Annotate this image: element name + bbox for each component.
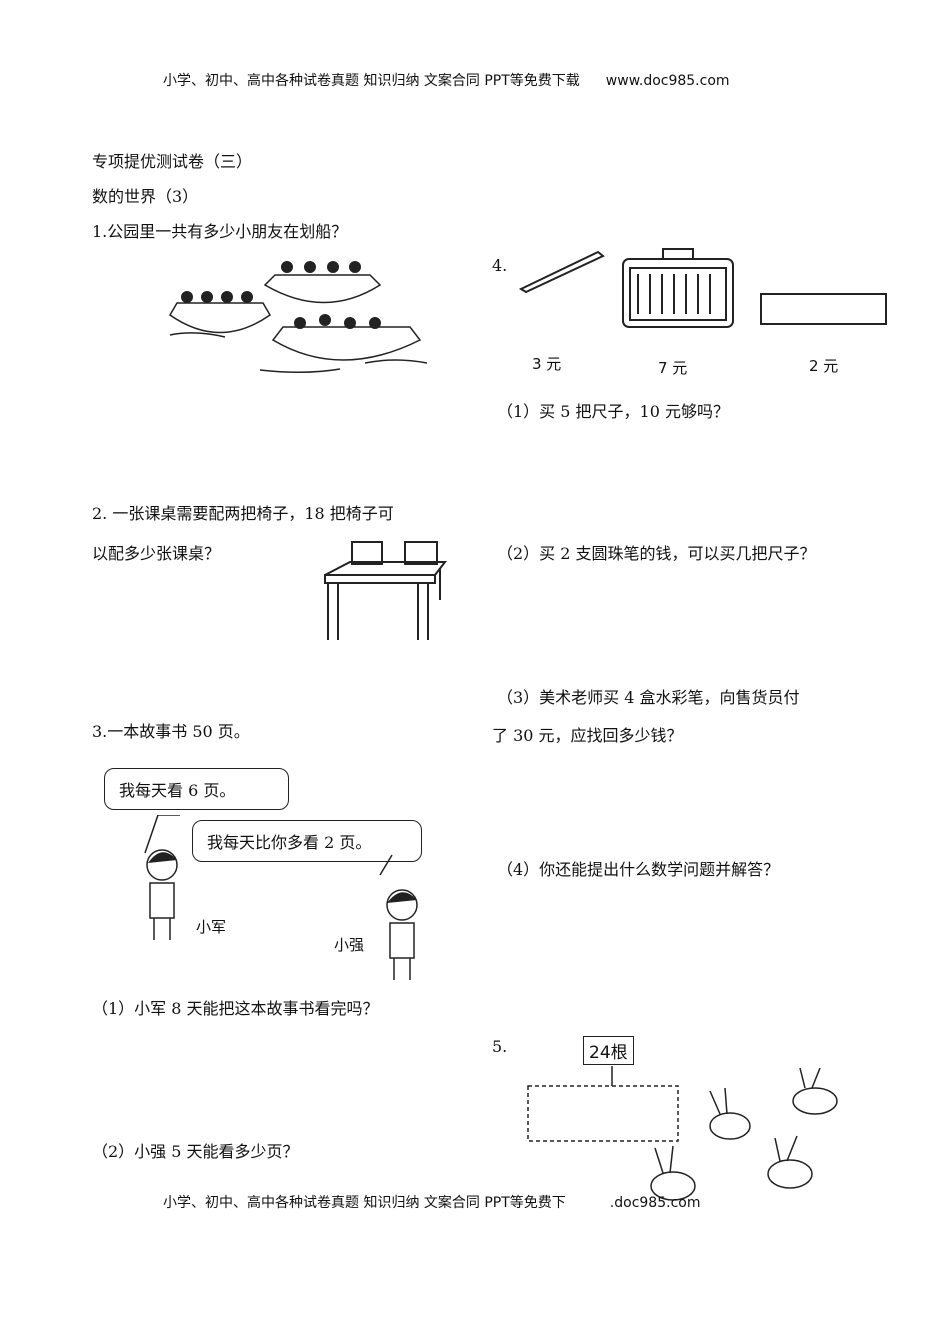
question-4-sub3-line1: （3）美术老师买 4 盒水彩笔，向售货员付	[497, 688, 800, 707]
header-url[interactable]: www.doc985.com	[605, 73, 730, 89]
question-4-sub1: （1）买 5 把尺子，10 元够吗？	[497, 402, 729, 421]
question-2-line2: 以配多少张课桌？	[92, 544, 221, 563]
doc-subtitle: 数的世界（3）	[92, 187, 199, 206]
question-3: 3.一本故事书 50 页。	[92, 722, 250, 741]
question-4-label: 4.	[492, 256, 508, 275]
price-watercolor-pens: 7 元	[658, 359, 688, 377]
question-2-line1: 2. 一张课桌需要配两把椅子，18 把椅子可	[92, 504, 394, 523]
children-illustration	[144, 815, 418, 980]
price-pen: 3 元	[532, 355, 562, 373]
question-4-sub2: （2）买 2 支圆珠笔的钱，可以买几把尺子？	[497, 544, 816, 563]
carrots-rabbits-illustration	[527, 1066, 838, 1201]
items-illustration	[518, 248, 887, 328]
desk-chairs-illustration	[324, 541, 448, 640]
question-3-sub1: （1）小军 8 天能把这本故事书看完吗？	[92, 999, 379, 1018]
footer-slogan: 小学、初中、高中各种试卷真题 知识归纳 文案合同 PPT等免费下	[163, 1195, 566, 1211]
speech-bubble-xiaojun: 我每天看 6 页。	[104, 768, 289, 810]
doc-title: 专项提优测试卷（三）	[92, 152, 253, 171]
header-text: 小学、初中、高中各种试卷真题 知识归纳 文案合同 PPT等免费下载 www.doc…	[163, 70, 730, 90]
question-4-sub4: （4）你还能提出什么数学问题并解答？	[497, 860, 780, 879]
question-4-sub3-line2: 了 30 元，应找回多少钱？	[492, 726, 683, 745]
boats-illustration	[169, 261, 428, 374]
question-5-label: 5.	[492, 1037, 508, 1056]
question-3-sub2: （2）小强 5 天能看多少页？	[92, 1142, 299, 1161]
question-1: 1.公园里一共有多少小朋友在划船？	[92, 222, 348, 241]
speech-bubble-xiaoqiang: 我每天比你多看 2 页。	[192, 820, 422, 862]
name-xiaoqiang: 小强	[334, 936, 365, 954]
name-xiaojun: 小军	[196, 918, 227, 936]
footer-url[interactable]: .doc985.com	[609, 1195, 701, 1211]
carrots-sign: 24根	[583, 1036, 634, 1065]
footer-text: 小学、初中、高中各种试卷真题 知识归纳 文案合同 PPT等免费下 .doc985.…	[163, 1192, 700, 1212]
header-slogan: 小学、初中、高中各种试卷真题 知识归纳 文案合同 PPT等免费下载	[163, 73, 580, 89]
price-ruler: 2 元	[809, 357, 839, 375]
